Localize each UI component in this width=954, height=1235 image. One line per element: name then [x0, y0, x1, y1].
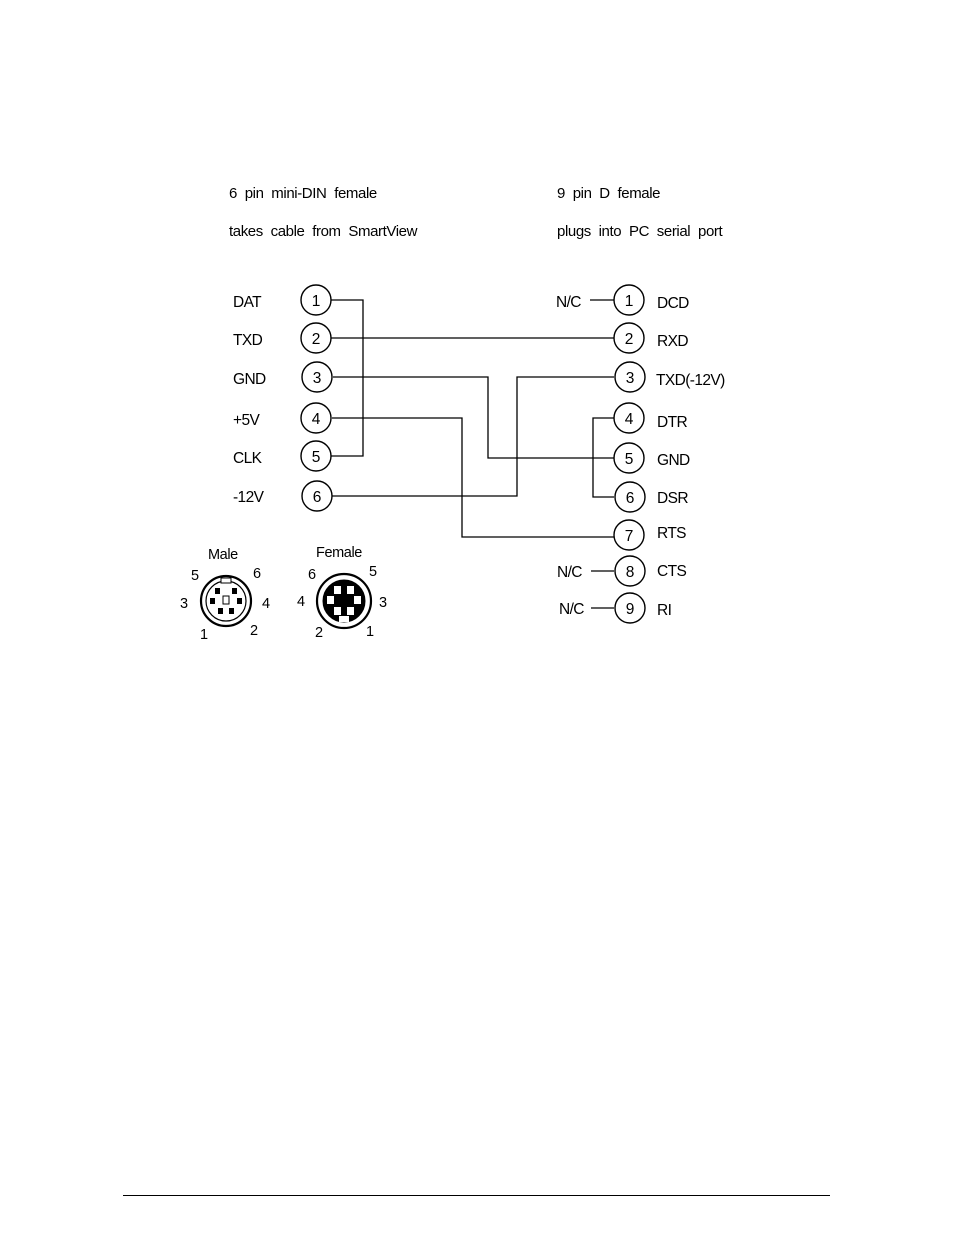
- female-key-slot: [339, 616, 349, 622]
- female-label-4: 4: [297, 594, 305, 610]
- male-pin-2: [229, 608, 234, 614]
- female-label-6: 6: [308, 567, 316, 583]
- male-label-1: 1: [200, 627, 208, 643]
- left-signal-label: -12V: [233, 489, 265, 506]
- male-pin-4: [237, 598, 242, 604]
- left-signal-label: CLK: [233, 450, 263, 467]
- male-connector-drawing: Male 5 6 3 4 1 2: [180, 547, 270, 643]
- male-pin-3: [210, 598, 215, 604]
- left-signal-label: GND: [233, 371, 266, 388]
- pin-number: 5: [312, 449, 321, 466]
- male-label-6: 6: [253, 566, 261, 582]
- wire-5v-rts: [332, 418, 614, 537]
- left-pin-3: GND 3: [233, 362, 332, 392]
- pin-number: 6: [626, 490, 635, 507]
- male-pin-1: [218, 608, 223, 614]
- pin-number: 1: [625, 293, 634, 310]
- pin-number: 5: [625, 451, 634, 468]
- female-hole-6: [334, 586, 341, 594]
- pin-number: 3: [313, 370, 322, 387]
- male-label-5: 5: [191, 568, 199, 584]
- male-label-3: 3: [180, 596, 188, 612]
- right-signal-label: CTS: [657, 563, 686, 580]
- left-connector-subtitle: takes cable from SmartView: [229, 223, 418, 240]
- male-label-4: 4: [262, 596, 270, 612]
- right-connector-title: 9 pin D female: [557, 185, 660, 202]
- female-hole-3: [354, 596, 361, 604]
- right-signal-label: TXD(-12V): [656, 372, 725, 389]
- pin-number: 1: [312, 293, 321, 310]
- nc-label: N/C: [557, 564, 582, 581]
- wire-12v-txd: [332, 377, 614, 496]
- male-pin-6: [232, 588, 237, 594]
- pin-number: 2: [625, 331, 634, 348]
- wires: [331, 300, 614, 608]
- female-hole-2: [334, 607, 341, 615]
- right-signal-label: GND: [657, 452, 690, 469]
- female-connector-drawing: Female 6 5 4 3 2 1: [297, 545, 387, 641]
- right-pin-7: 7 RTS: [614, 520, 686, 550]
- male-label-2: 2: [250, 623, 258, 639]
- pin-number: 4: [625, 411, 634, 428]
- pin-number: 7: [625, 528, 634, 545]
- left-pin-6: -12V 6: [233, 481, 332, 511]
- left-pin-1: DAT 1: [233, 285, 331, 315]
- right-signal-label: RXD: [657, 333, 688, 350]
- pin-number: 9: [626, 601, 635, 618]
- left-pin-2: TXD 2: [233, 323, 331, 353]
- nc-label: N/C: [556, 294, 581, 311]
- left-signal-label: TXD: [233, 332, 263, 349]
- female-label-3: 3: [379, 595, 387, 611]
- right-pin-5: 5 GND: [614, 443, 690, 473]
- right-pin-4: 4 DTR: [614, 403, 687, 433]
- right-signal-label: DSR: [657, 490, 688, 507]
- left-pin-5: CLK 5: [233, 441, 331, 471]
- pin-number: 8: [626, 564, 635, 581]
- right-signal-label: RTS: [657, 525, 686, 542]
- right-signal-label: DTR: [657, 414, 687, 431]
- pin-number: 2: [312, 331, 321, 348]
- left-connector-title: 6 pin mini-DIN female: [229, 185, 377, 202]
- right-pin-9: N/C 9 RI: [559, 593, 671, 623]
- nc-label: N/C: [559, 601, 584, 618]
- male-key-notch: [221, 578, 231, 583]
- right-pin-1: N/C 1 DCD: [556, 285, 689, 315]
- female-connector-title: Female: [316, 545, 362, 561]
- male-center-key: [223, 596, 229, 604]
- left-signal-label: DAT: [233, 294, 262, 311]
- right-pin-2: 2 RXD: [614, 323, 688, 353]
- female-label-1: 1: [366, 624, 374, 640]
- female-hole-4: [327, 596, 334, 604]
- male-pin-5: [215, 588, 220, 594]
- female-hole-5: [347, 586, 354, 594]
- female-hole-1: [347, 607, 354, 615]
- left-pin-4: +5V 4: [233, 403, 331, 433]
- female-label-2: 2: [315, 625, 323, 641]
- right-pin-3: 3 TXD(-12V): [615, 362, 725, 392]
- footer-rule: [123, 1195, 830, 1196]
- right-pin-6: 6 DSR: [615, 482, 688, 512]
- right-pin-8: N/C 8 CTS: [557, 556, 686, 586]
- wire-dat-clk: [331, 300, 363, 456]
- right-connector-subtitle: plugs into PC serial port: [557, 223, 723, 240]
- pin-number: 6: [313, 489, 322, 506]
- right-signal-label: DCD: [657, 295, 689, 312]
- male-connector-title: Male: [208, 547, 238, 563]
- right-signal-label: RI: [657, 602, 671, 619]
- female-label-5: 5: [369, 564, 377, 580]
- left-signal-label: +5V: [233, 412, 260, 429]
- pin-number: 4: [312, 411, 321, 428]
- pin-number: 3: [626, 370, 635, 387]
